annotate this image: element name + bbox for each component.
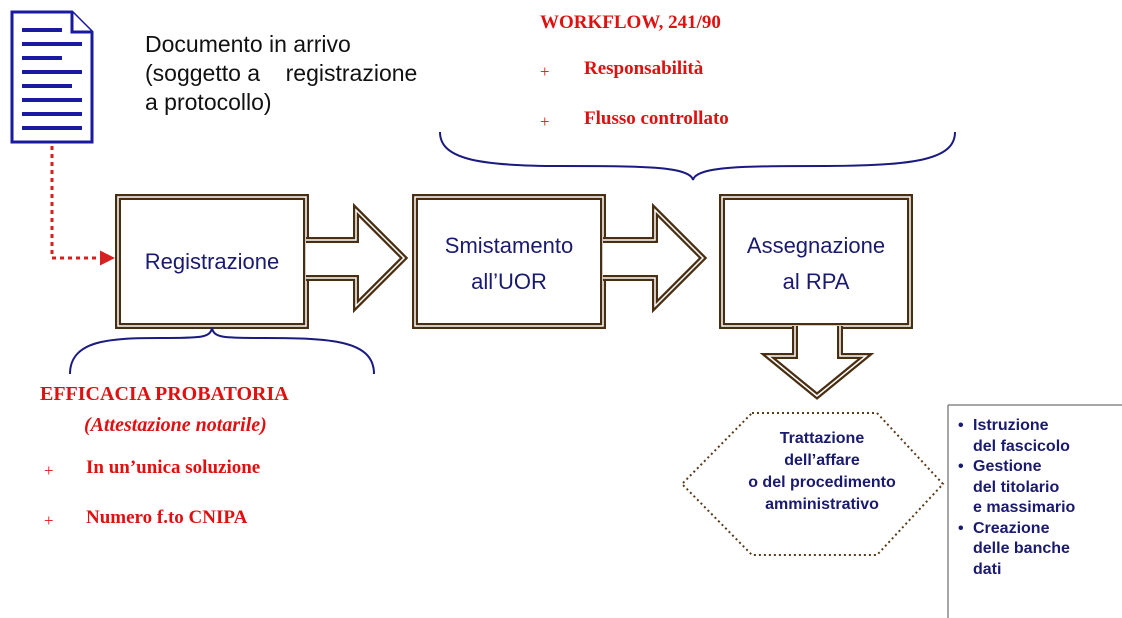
workflow-item: Responsabilità (584, 58, 704, 79)
efficacia-title: EFFICACIA PROBATORIA (40, 383, 289, 405)
side-list-item: • Gestione del titolario e massimario (955, 457, 1075, 519)
box-label-line: all’UOR (471, 269, 547, 294)
smistamento-label: Smistamento all’UOR (415, 232, 603, 296)
workflow-bullet: + (540, 62, 550, 81)
trattazione-line: o del procedimento (748, 474, 896, 491)
efficacia-item: In un’unica soluzione (86, 457, 261, 478)
side-list-item: • Istruzione del fascicolo (955, 416, 1075, 457)
registrazione-label: Registrazione (118, 248, 306, 276)
document-description: Documento in arrivo (soggetto a registra… (145, 30, 417, 117)
trattazione-hexagon (680, 412, 945, 556)
trattazione-line: Trattazione (779, 430, 865, 447)
incoming-arrow (50, 146, 115, 266)
side-list-line: e massimario (973, 499, 1076, 516)
side-list-line: delle banche (973, 540, 1070, 557)
side-list-line: del titolario (973, 478, 1060, 496)
smistamento-box (412, 194, 606, 329)
arrow-assegnazione-down (759, 326, 875, 400)
efficacia-bullet: + (44, 511, 54, 530)
arrow-registrazione-to-smistamento (306, 202, 409, 314)
workflow-bullet: + (540, 112, 550, 131)
assegnazione-box (719, 194, 913, 329)
trattazione-line: amministrativo (765, 496, 879, 513)
side-list-line: del fascicolo (973, 437, 1070, 455)
document-line: Documento in arrivo (145, 31, 351, 57)
efficacia-item: Numero f.to CNIPA (86, 507, 248, 528)
document-icon (10, 10, 94, 144)
side-list-line: Gestione (973, 458, 1042, 475)
side-list: • Istruzione del fascicolo • Gestione de… (955, 416, 1075, 580)
assegnazione-label: Assegnazione al RPA (722, 232, 910, 296)
trattazione-text: Trattazione dell’affare o del procedimen… (722, 428, 922, 516)
box-label-line: Assegnazione (746, 233, 886, 258)
bullet-icon: • (958, 519, 964, 537)
box-label-line: Registrazione (144, 249, 280, 274)
box-label-line: Smistamento (444, 233, 574, 258)
efficacia-subtitle: (Attestazione notarile) (84, 414, 267, 436)
efficacia-bullet: + (44, 461, 54, 480)
bullet-icon: • (958, 417, 964, 434)
workflow-brace (439, 131, 956, 181)
side-list-item: • Creazione delle banche dati (955, 519, 1075, 581)
document-line: (soggetto a registrazione (145, 60, 418, 86)
trattazione-line: dell’affare (784, 452, 860, 469)
bullet-icon: • (958, 458, 964, 475)
side-list-line: dati (973, 560, 1002, 578)
workflow-item: Flusso controllato (584, 108, 729, 129)
side-list-line: Istruzione (973, 417, 1049, 434)
efficacia-brace (69, 327, 375, 375)
workflow-title: WORKFLOW, 241/90 (540, 12, 721, 33)
document-line: a protocollo) (145, 89, 272, 115)
arrow-smistamento-to-assegnazione (603, 202, 708, 314)
side-list-line: Creazione (973, 519, 1050, 537)
side-list-bracket (947, 404, 1122, 618)
box-label-line: al RPA (782, 269, 850, 294)
